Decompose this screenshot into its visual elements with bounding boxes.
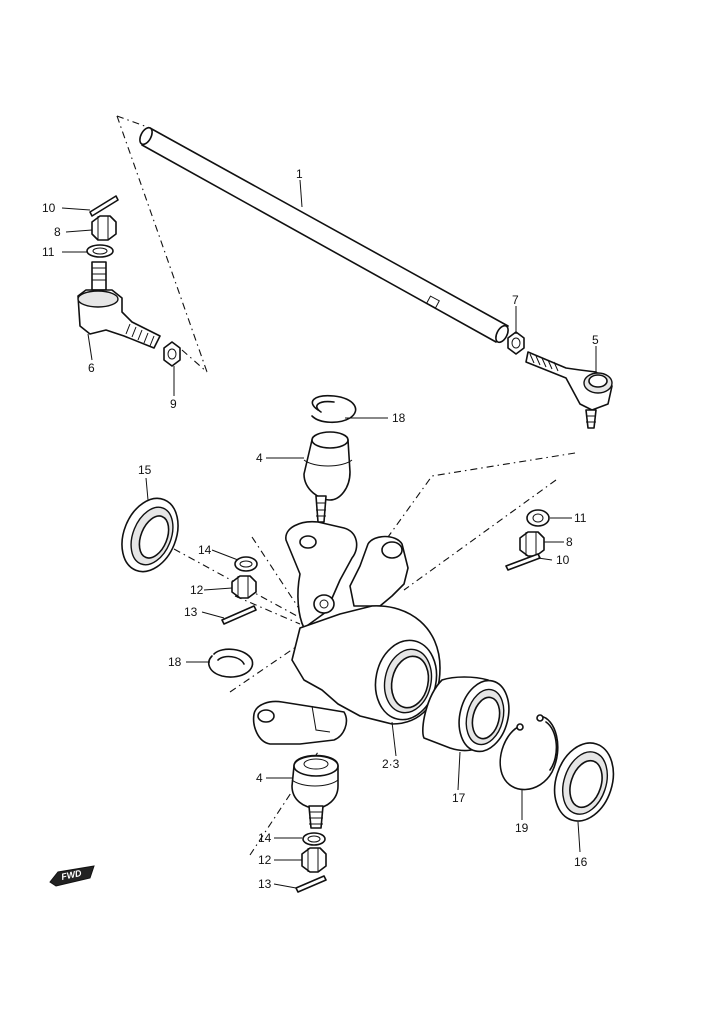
- label-part-2-3: 2·3: [382, 757, 400, 771]
- label-part-13-middle: 13: [184, 605, 198, 619]
- forward-direction-badge: FWD: [49, 865, 95, 887]
- label-part-11-right: 11: [574, 511, 587, 525]
- washer-middle-left: [234, 556, 258, 572]
- cotter-pin-right: [505, 553, 541, 571]
- tie-rod: [139, 126, 509, 344]
- wheel-bearing: [422, 676, 510, 753]
- label-part-4-lower: 4: [256, 771, 263, 785]
- washer-bottom: [302, 832, 326, 846]
- label-part-1: 1: [296, 167, 303, 181]
- label-part-18-upper: 18: [392, 411, 406, 425]
- label-part-14-middle: 14: [198, 543, 212, 557]
- part-labels: 1 7 5 6 9 10 8 11 18 4 15 14 12 13 18 11…: [42, 167, 599, 891]
- tie-rod-end-left: [77, 261, 161, 349]
- washer-top-left: [86, 244, 114, 258]
- castle-nut-middle-left: [231, 575, 257, 599]
- circlip: [499, 714, 559, 791]
- lock-nut-left: [163, 341, 181, 367]
- ball-joint-lower: [291, 754, 339, 829]
- castle-nut-top-left: [91, 215, 117, 241]
- snap-ring-upper: [311, 394, 357, 424]
- label-part-8-top: 8: [54, 225, 61, 239]
- snap-ring-lower: [208, 648, 254, 678]
- label-part-11-top: 11: [42, 245, 55, 259]
- label-part-6: 6: [88, 361, 95, 375]
- castle-nut-right: [519, 531, 545, 557]
- label-part-17: 17: [452, 791, 466, 805]
- label-part-8-right: 8: [566, 535, 573, 549]
- label-part-7: 7: [512, 293, 519, 307]
- tie-rod-end-right: [525, 351, 613, 429]
- label-part-12-middle: 12: [190, 583, 204, 597]
- label-part-5: 5: [592, 333, 599, 347]
- lock-nut-right: [507, 331, 525, 355]
- steering-knuckle: [252, 520, 441, 745]
- washer-right: [526, 509, 550, 527]
- castle-nut-bottom: [301, 847, 327, 873]
- oil-seal-right: [553, 742, 615, 822]
- leader-lines: [61, 179, 597, 889]
- label-part-14-bottom: 14: [258, 831, 272, 845]
- oil-seal-left: [121, 497, 179, 573]
- label-part-13-bottom: 13: [258, 877, 272, 891]
- label-part-16: 16: [574, 855, 588, 869]
- cotter-pin-middle-left: [221, 605, 257, 625]
- label-part-12-bottom: 12: [258, 853, 272, 867]
- label-part-19: 19: [515, 821, 529, 835]
- label-part-4-upper: 4: [256, 451, 263, 465]
- label-part-9: 9: [170, 397, 177, 411]
- ball-joint-upper: [303, 431, 353, 523]
- cotter-pin-top-left: [89, 195, 119, 217]
- cotter-pin-bottom: [295, 875, 327, 893]
- label-part-10-top: 10: [42, 201, 56, 215]
- label-part-15: 15: [138, 463, 152, 477]
- forward-direction-text: FWD: [60, 868, 83, 882]
- label-part-10-right: 10: [556, 553, 570, 567]
- label-part-18-lower: 18: [168, 655, 182, 669]
